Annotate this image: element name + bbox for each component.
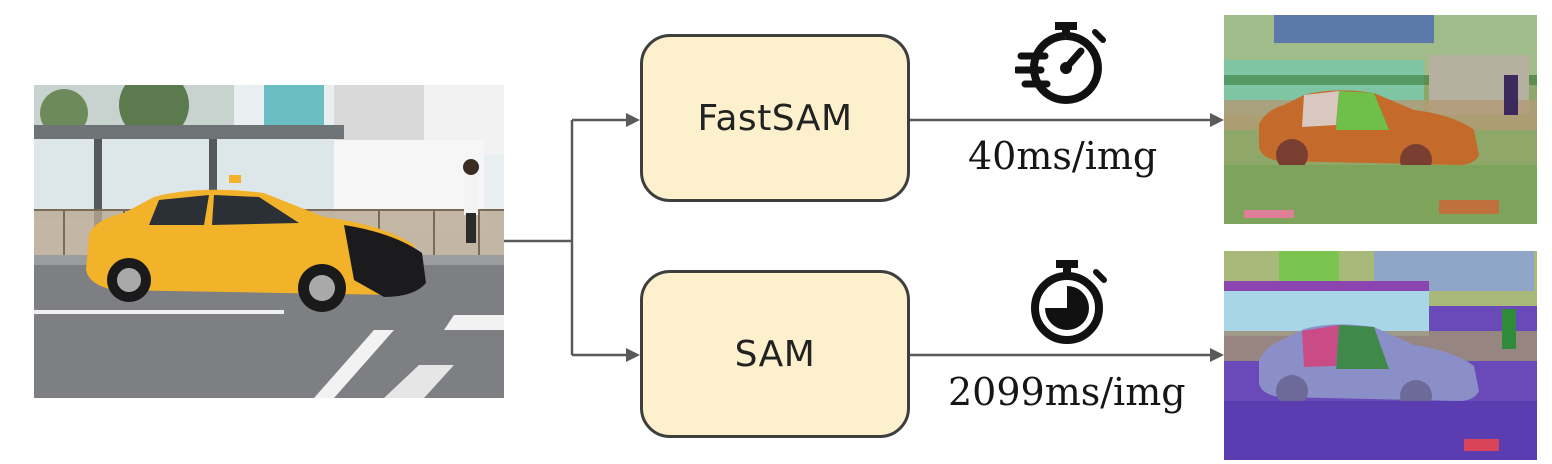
- sam-output-image: [1224, 251, 1537, 460]
- fastsam-output-image: [1224, 15, 1537, 224]
- fastsam-label: FastSAM: [697, 97, 853, 139]
- fastsam-model-box: FastSAM: [640, 34, 910, 202]
- sam-model-box: SAM: [640, 270, 910, 438]
- sam-speed-label: 2099ms/img: [948, 370, 1186, 414]
- sam-label: SAM: [734, 333, 816, 375]
- fastsam-speed-label: 40ms/img: [968, 134, 1158, 178]
- input-taxi-image: [34, 85, 504, 398]
- fast-stopwatch-icon: [1015, 22, 1106, 104]
- stopwatch-icon: [1031, 260, 1107, 344]
